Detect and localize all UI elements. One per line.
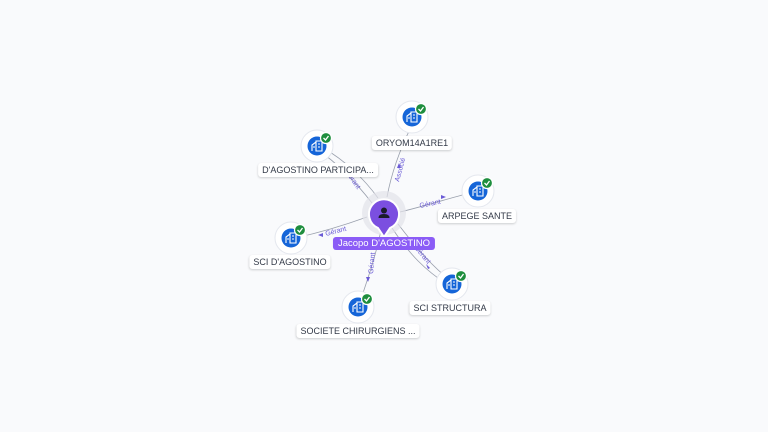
person-icon <box>378 207 390 218</box>
verified-check-icon <box>319 131 333 145</box>
company-node-dagpart[interactable] <box>300 129 334 163</box>
person-node-center[interactable] <box>362 191 406 239</box>
company-label[interactable]: SOCIETE CHIRURGIENS ... <box>296 324 420 338</box>
edge-label-societe: Gérant <box>368 252 377 274</box>
arrow-scistruct <box>426 264 430 269</box>
edge-label-oryom: Associé <box>394 157 407 183</box>
arrow-oryom <box>397 163 401 168</box>
company-node-oryom[interactable] <box>395 100 429 134</box>
company-label[interactable]: SCI D'AGOSTINO <box>249 255 331 269</box>
company-node-arpege[interactable] <box>461 174 495 208</box>
company-node-scidag[interactable] <box>274 221 308 255</box>
company-node-scistruct[interactable] <box>435 267 469 301</box>
arrow-scidag <box>318 233 323 237</box>
verified-check-icon <box>360 292 374 306</box>
company-node-societe[interactable] <box>341 290 375 324</box>
company-label[interactable]: ARPEGE SANTE <box>437 209 517 223</box>
verified-check-icon <box>293 223 307 237</box>
verified-check-icon <box>454 269 468 283</box>
arrow-societe <box>366 277 370 282</box>
edge-arrows <box>318 163 446 282</box>
location-pin <box>368 198 400 239</box>
edge-label-arpege: Gérant <box>419 199 441 210</box>
person-name-label[interactable]: Jacopo D'AGOSTINO <box>332 237 436 250</box>
verified-check-icon <box>480 176 494 190</box>
company-label[interactable]: ORYOM14A1RE1 <box>371 136 453 150</box>
company-label[interactable]: SCI STRUCTURA <box>409 301 491 315</box>
verified-check-icon <box>414 102 428 116</box>
company-label[interactable]: D'AGOSTINO PARTICIPA... <box>258 163 378 177</box>
arrow-arpege <box>441 195 446 199</box>
